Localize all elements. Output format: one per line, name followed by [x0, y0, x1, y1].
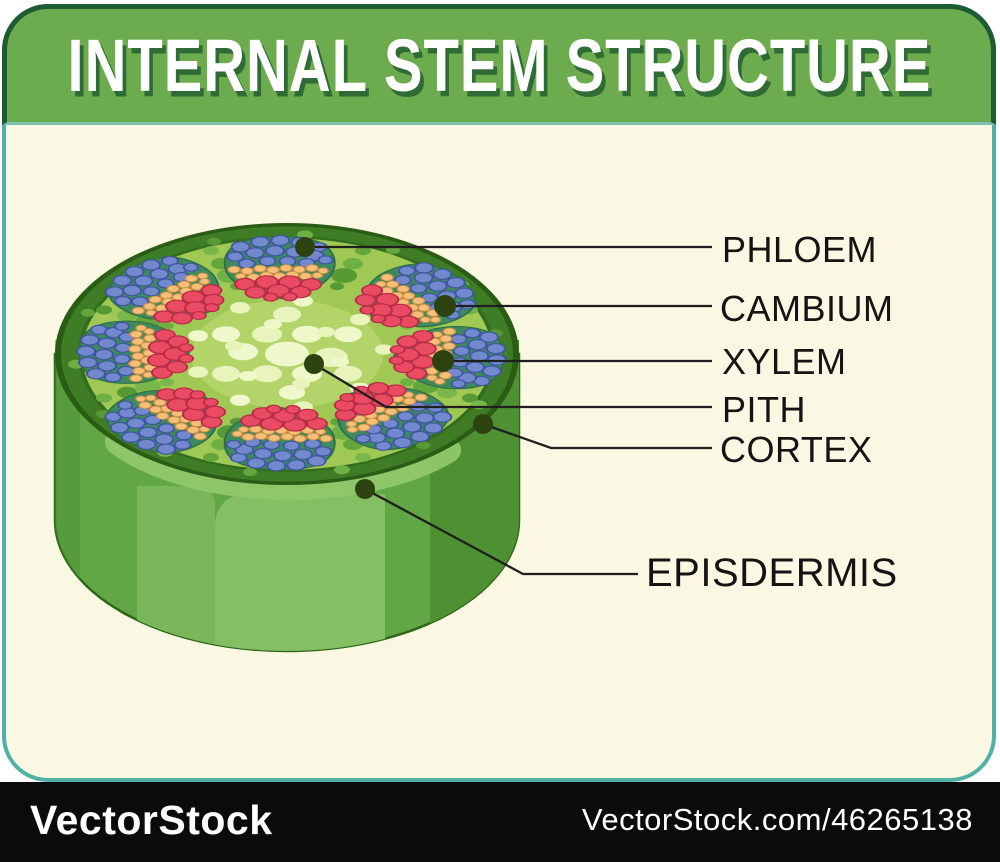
- pith-cell: [292, 378, 310, 390]
- cortex-dot: [334, 465, 350, 475]
- pith-cell: [188, 366, 208, 378]
- header-banner: INTERNAL STEM STRUCTURE: [2, 4, 996, 125]
- cortex-dot: [96, 393, 112, 403]
- label-cortex: CORTEX: [720, 429, 873, 470]
- pith-cell: [334, 365, 362, 382]
- pith-cell: [212, 326, 240, 343]
- watermark-bar: VectorStock VectorStock.com/46265138: [0, 782, 1000, 862]
- pith-cell: [188, 330, 208, 342]
- pith-cell: [265, 341, 309, 367]
- pith-cell: [239, 370, 257, 382]
- anchor-dot-epidermis: [355, 479, 375, 499]
- page-title: INTERNAL STEM STRUCTURE: [67, 24, 931, 107]
- site-reference-text: VectorStock.com/46265138: [581, 802, 973, 837]
- cortex-dot: [331, 268, 357, 283]
- leader-line-cortex: [482, 422, 712, 450]
- cortex-dot: [462, 393, 478, 403]
- pith-cell: [252, 325, 282, 343]
- leader-annotations: [295, 237, 712, 576]
- poster-card: INTERNAL STEM STRUCTURE: [2, 4, 996, 782]
- stem-cross-section: [55, 222, 519, 486]
- leader-line-pith: [313, 363, 712, 409]
- pith-cell: [230, 394, 250, 406]
- cortex-dot: [203, 452, 219, 462]
- pith-cell: [331, 356, 349, 367]
- body-rim-crescent: [105, 429, 461, 500]
- label-epidermis: EPISDERMIS: [646, 551, 898, 595]
- anchor-dot-pith: [304, 354, 324, 374]
- pith-cell: [252, 365, 282, 383]
- cortex-dot: [203, 246, 219, 256]
- pith-cell: [292, 325, 322, 343]
- label-phloem: PHLOEM: [722, 229, 878, 270]
- cortex-dot: [343, 258, 363, 270]
- cortex-dot: [207, 237, 221, 246]
- cortex-dot: [355, 452, 371, 462]
- brand-logo-text: VectorStock: [30, 796, 273, 843]
- pith-cell: [375, 344, 393, 355]
- cortex-dot: [96, 305, 112, 315]
- pith-cell: [273, 306, 301, 323]
- pith-cell: [334, 326, 362, 343]
- cortex-dot: [81, 308, 95, 317]
- pith-cell: [230, 302, 250, 314]
- pith-cell: [317, 326, 335, 338]
- label-xylem: XYLEM: [722, 341, 847, 382]
- cortex-dot: [330, 282, 344, 291]
- anchor-dot-cambium: [434, 295, 456, 317]
- cortex-dot: [160, 321, 174, 330]
- cortex-dot: [243, 468, 257, 476]
- leader-line-epidermis: [364, 487, 638, 576]
- pith-cell: [212, 365, 240, 382]
- body-highlight-band: [137, 486, 215, 651]
- cortex-dot: [400, 378, 414, 387]
- pith-cell: [350, 313, 370, 326]
- pith-cell: [264, 318, 282, 330]
- cortex-dot: [437, 386, 457, 399]
- cortex-dot: [355, 246, 371, 256]
- label-pith: PITH: [722, 389, 807, 430]
- anchor-dot-xylem: [432, 350, 454, 372]
- body-highlight-wide: [215, 494, 385, 651]
- cortex-dot: [416, 441, 430, 450]
- anchor-dot-phloem: [295, 237, 315, 257]
- cortex-dot: [160, 378, 174, 387]
- pith-cell: [225, 341, 243, 352]
- anchor-dot-cortex: [473, 414, 493, 434]
- label-cambium: CAMBIUM: [720, 288, 894, 329]
